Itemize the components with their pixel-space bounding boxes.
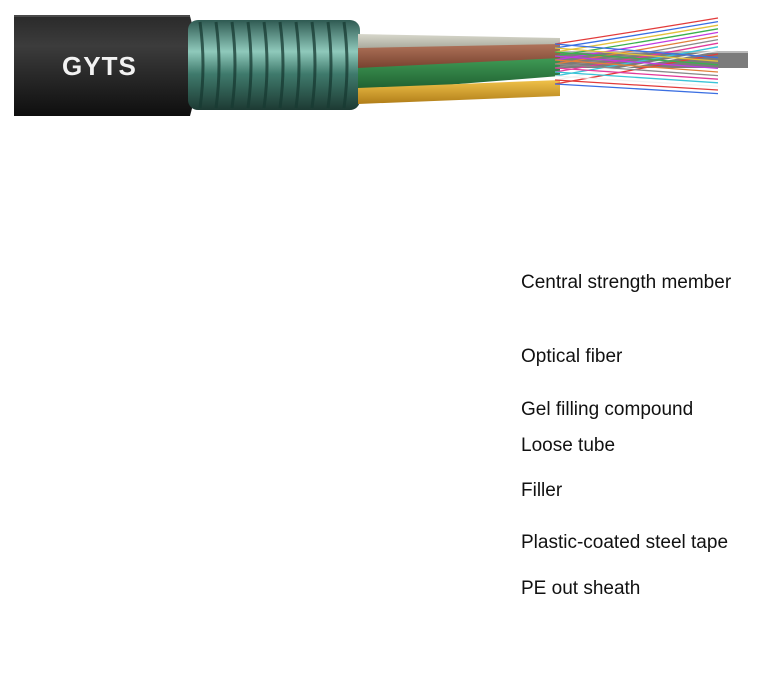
- label-plastic-coated-steel-tape: Plastic-coated steel tape: [521, 532, 729, 553]
- fiber-strand: [554, 38, 719, 69]
- fiber-strand: [554, 17, 719, 45]
- cable-type-label: GYTS: [62, 51, 137, 81]
- label-pe-out-sheath: PE out sheath: [521, 578, 641, 599]
- fiber-strand: [554, 47, 719, 62]
- fiber-strand: [554, 24, 719, 53]
- fiber-strand: [554, 67, 719, 80]
- fiber-strand: [554, 31, 719, 61]
- label-loose-tube: Loose tube: [521, 435, 616, 456]
- fiber-strand: [554, 71, 719, 84]
- label-optical-fiber: Optical fiber: [521, 346, 623, 367]
- fiber-strand: [554, 46, 719, 77]
- fiber-strand: [554, 35, 719, 65]
- fiber-strand: [554, 59, 719, 73]
- fiber-strand: [554, 43, 719, 59]
- fiber-strand: [554, 75, 719, 88]
- label-filler: Filler: [521, 480, 563, 501]
- fiber-strand: [554, 51, 719, 66]
- fiber-strand: [554, 20, 719, 49]
- label-central-strength-member: Central strength member: [521, 272, 732, 293]
- fiber-strand: [554, 53, 719, 85]
- fiber-strand: [554, 42, 719, 73]
- fiber-strand: [554, 79, 719, 91]
- fiber-strand: [554, 83, 719, 95]
- fiber-strand: [554, 55, 719, 70]
- fiber-strand: [554, 49, 719, 81]
- cable-side-view: [14, 15, 748, 116]
- fiber-strand: [554, 63, 719, 77]
- label-gel-filling-compound: Gel filling compound: [521, 399, 694, 420]
- fiber-strand: [554, 28, 719, 57]
